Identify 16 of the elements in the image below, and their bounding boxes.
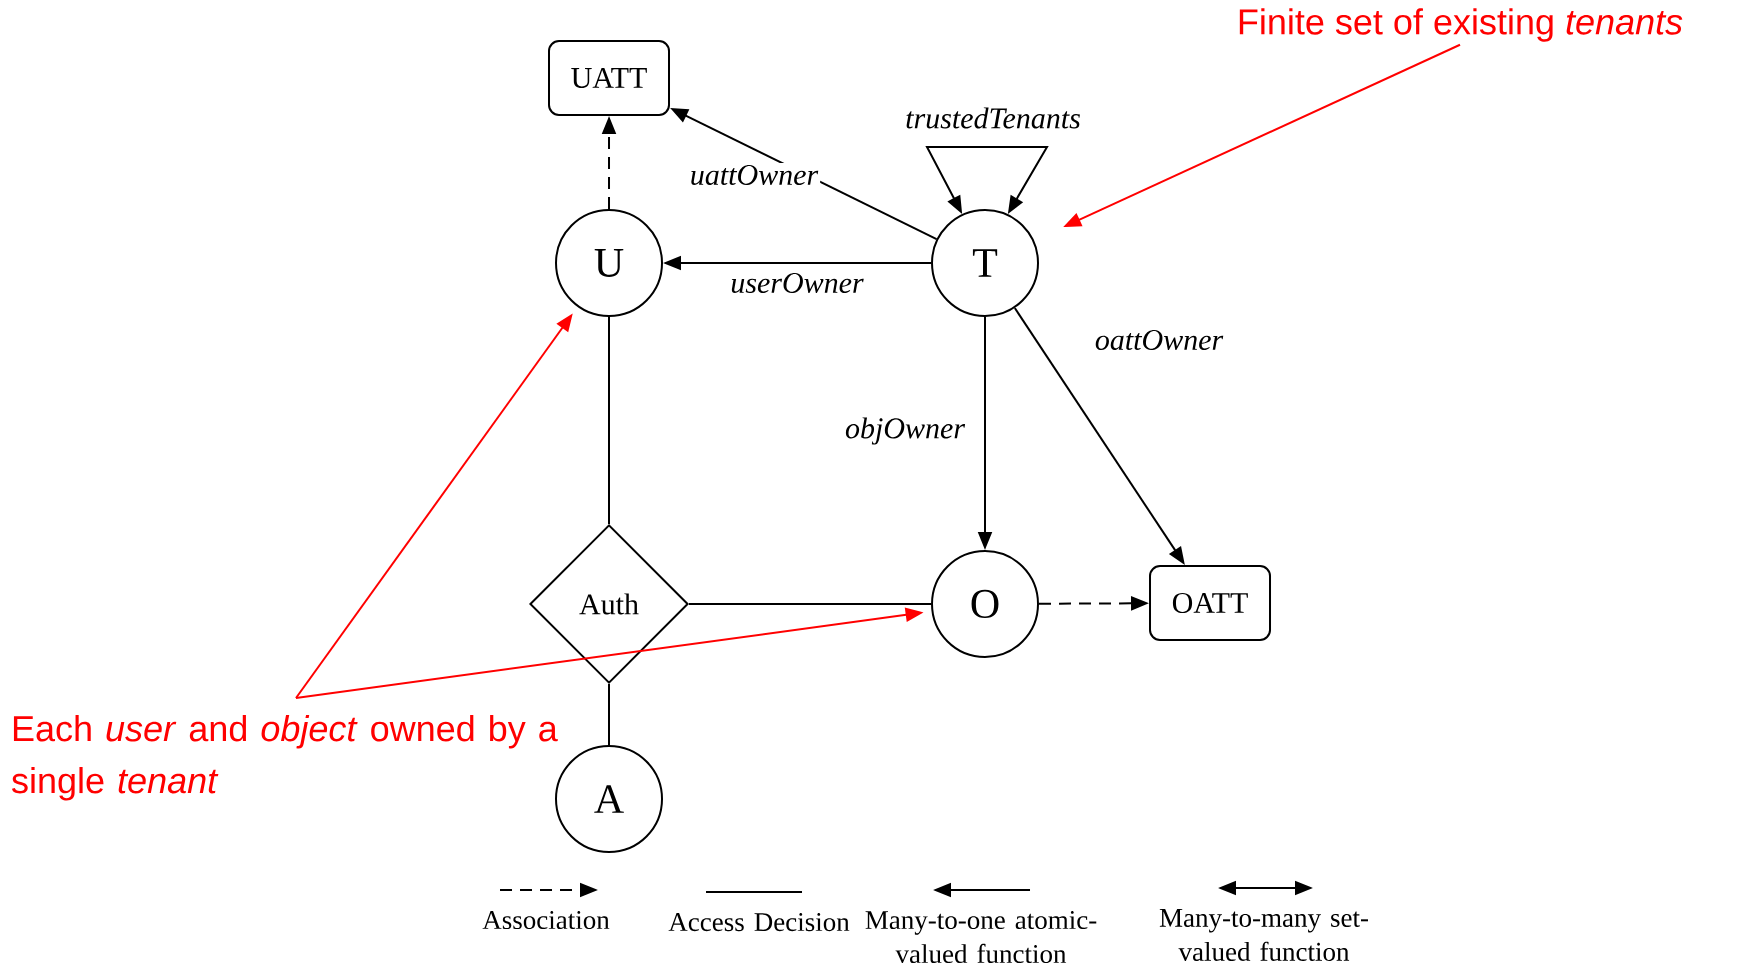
legend-label: Many-to-one atomic-valued function — [865, 911, 1097, 964]
edge-label: oattOwner — [1092, 327, 1226, 353]
edge-label: trustedTenants — [903, 105, 1083, 131]
edge-label: uattOwner — [687, 162, 821, 188]
connector-line — [608, 683, 610, 746]
edge-label: objOwner — [843, 415, 967, 447]
connector-line — [608, 316, 610, 525]
connector-line — [688, 603, 932, 605]
attribute-box: UATT — [548, 40, 670, 116]
edge-label: userOwner — [728, 270, 866, 296]
annotation-text: Finite set of existing tenants — [1239, 8, 1683, 42]
legend-label: Many-to-many set-valued function — [1159, 909, 1369, 961]
annotation-text: Each user and object owned by a single tenant — [12, 715, 558, 801]
attribute-box: OATT — [1149, 565, 1271, 641]
legend-label: Access Decision — [668, 913, 850, 932]
legend-label: Association — [482, 911, 610, 930]
